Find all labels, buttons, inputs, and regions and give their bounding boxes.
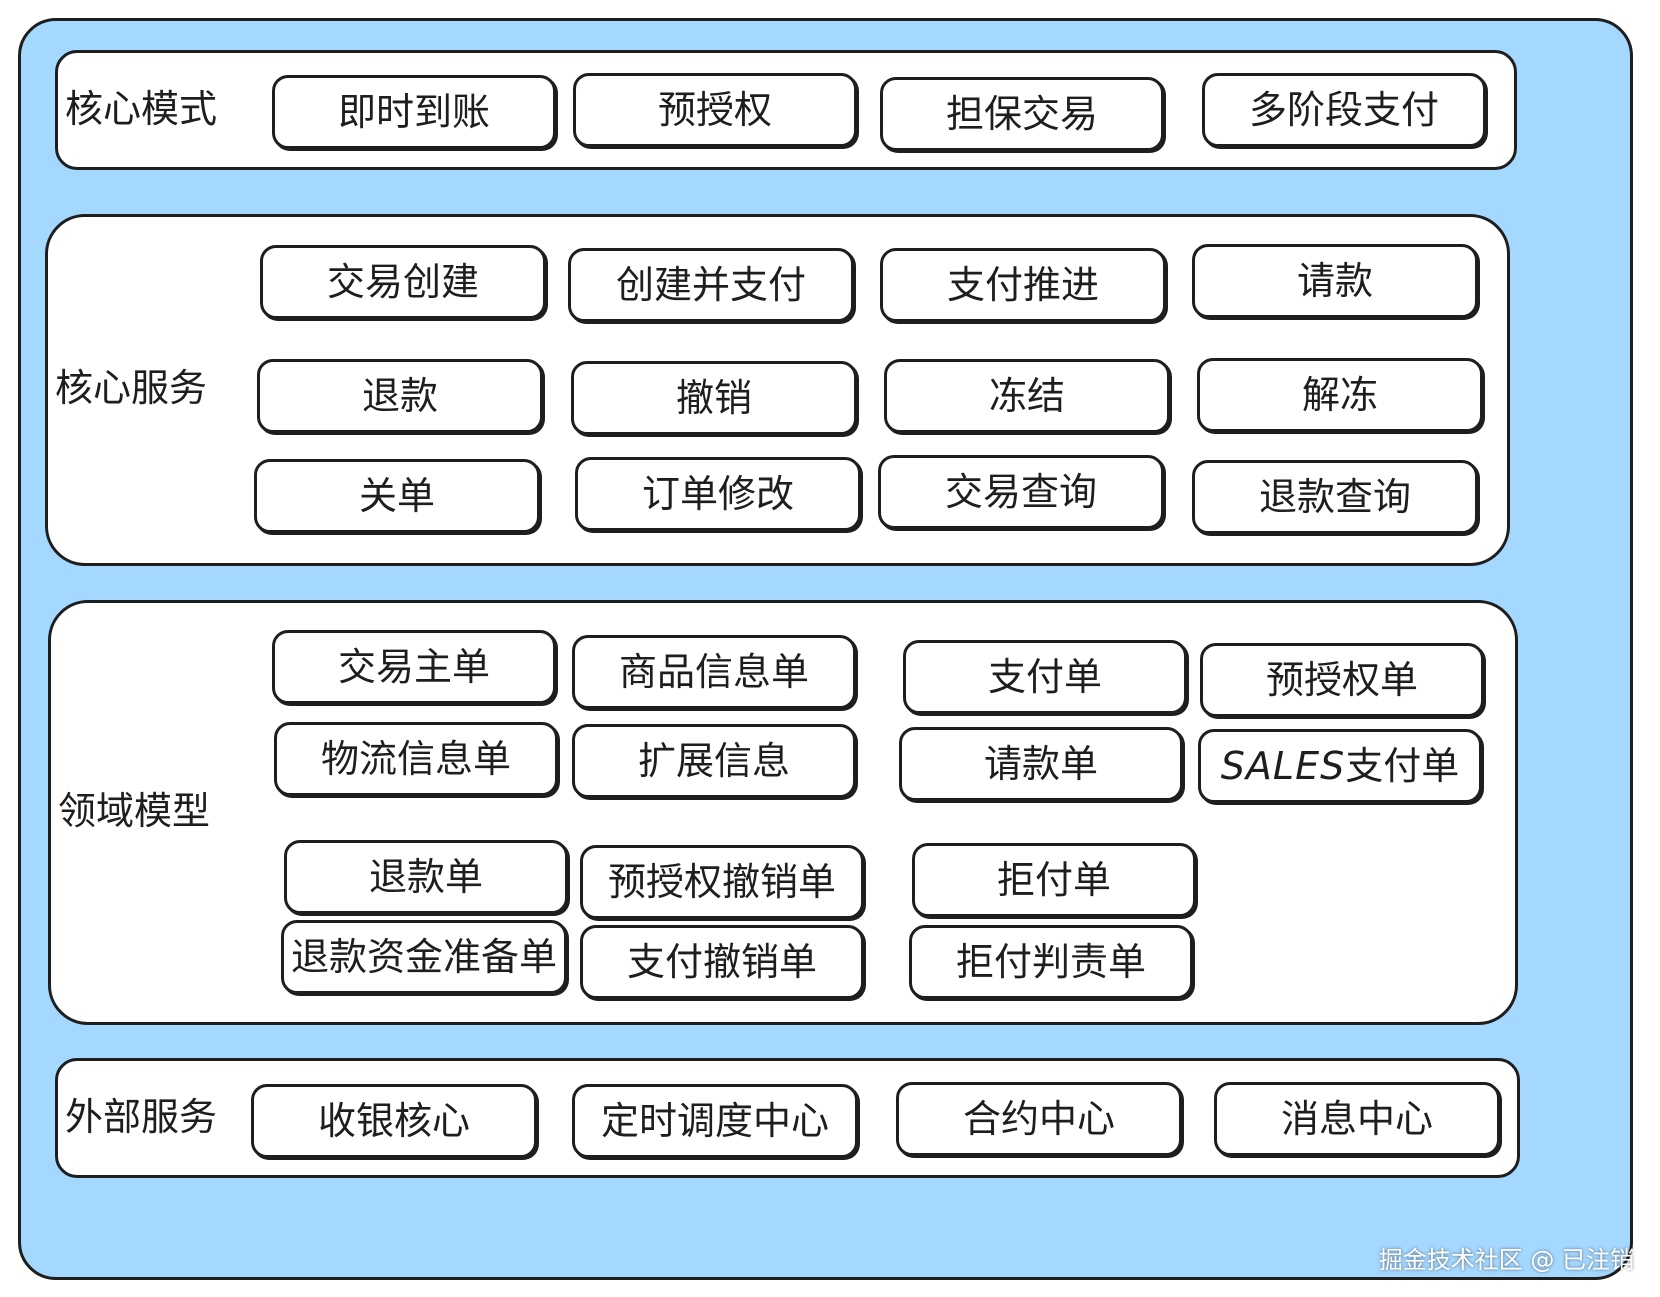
external-message-center: 消息中心	[1214, 1082, 1500, 1156]
model-capture-order: 请款单	[899, 727, 1183, 801]
mode-guaranteed-trade: 担保交易	[880, 77, 1164, 151]
model-extension-info: 扩展信息	[572, 724, 856, 798]
external-contract-center: 合约中心	[896, 1082, 1182, 1156]
model-payment-revoke-order: 支付撤销单	[580, 925, 864, 999]
section-label-external-service: 外部服务	[65, 1095, 218, 1139]
model-chargeback-order: 拒付单	[912, 843, 1196, 917]
mode-pre-authorization: 预授权	[573, 73, 857, 147]
external-scheduler-center: 定时调度中心	[572, 1084, 858, 1158]
model-refund-order: 退款单	[284, 840, 568, 914]
mode-instant-arrival: 即时到账	[272, 75, 556, 149]
model-payment-order: 支付单	[903, 640, 1187, 714]
service-trade-create: 交易创建	[260, 245, 546, 319]
service-order-modify: 订单修改	[575, 457, 861, 531]
model-goods-info-order: 商品信息单	[572, 635, 856, 709]
watermark: 掘金技术社区 @ 已注销	[1378, 1246, 1634, 1274]
model-pre-auth-order: 预授权单	[1200, 643, 1484, 717]
section-label-domain-model: 领域模型	[58, 789, 211, 833]
service-close-order: 关单	[254, 459, 540, 533]
section-label-core-mode: 核心模式	[65, 87, 218, 131]
service-refund-query: 退款查询	[1192, 460, 1478, 534]
service-create-and-pay: 创建并支付	[568, 248, 854, 322]
service-trade-query: 交易查询	[878, 455, 1164, 529]
service-capture: 请款	[1192, 244, 1478, 318]
model-refund-fund-prep-order: 退款资金准备单	[281, 920, 567, 994]
mode-multi-stage-payment: 多阶段支付	[1202, 73, 1486, 147]
model-logistics-info-order: 物流信息单	[274, 722, 558, 796]
service-refund: 退款	[257, 359, 543, 433]
service-revoke: 撤销	[571, 361, 857, 435]
service-unfreeze: 解冻	[1197, 358, 1483, 432]
service-freeze: 冻结	[884, 359, 1170, 433]
external-cashier-core: 收银核心	[251, 1084, 537, 1158]
service-payment-advance: 支付推进	[880, 248, 1166, 322]
model-trade-master-order: 交易主单	[272, 630, 556, 704]
section-label-core-service: 核心服务	[55, 366, 208, 410]
model-pre-auth-revoke-order: 预授权撤销单	[580, 845, 864, 919]
model-chargeback-judgment-order: 拒付判责单	[909, 925, 1193, 999]
